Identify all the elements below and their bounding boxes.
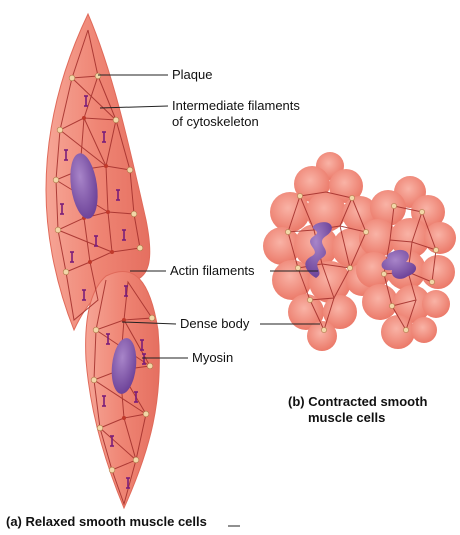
nucleus-upper xyxy=(70,153,98,219)
contracted-cells xyxy=(263,152,456,351)
plaques-relaxed xyxy=(52,72,156,474)
label-plaque: Plaque xyxy=(172,67,212,82)
nucleus-contracted-left xyxy=(305,222,332,278)
nucleus-lower xyxy=(111,338,137,394)
caption-contracted-line2: muscle cells xyxy=(308,410,385,425)
leader-dense-body-left xyxy=(121,321,177,325)
label-intermediate-filaments-line2: of cytoskeleton xyxy=(172,114,259,129)
myosin-filaments-relaxed xyxy=(60,95,146,489)
label-dense-body: Dense body xyxy=(180,316,250,331)
caption-relaxed: (a) Relaxed smooth muscle cells xyxy=(6,514,207,529)
label-actin-filaments: Actin filaments xyxy=(170,263,255,278)
leader-lines xyxy=(98,74,320,527)
plaques-contracted xyxy=(285,193,439,333)
label-myosin: Myosin xyxy=(192,350,233,365)
nucleus-contracted-right xyxy=(381,249,417,279)
leader-intermediate-filaments xyxy=(99,105,169,109)
relaxed-cells xyxy=(45,12,160,510)
caption-contracted-line1: (b) Contracted smooth xyxy=(288,394,427,409)
label-intermediate-filaments-line1: Intermediate filaments xyxy=(172,98,300,113)
